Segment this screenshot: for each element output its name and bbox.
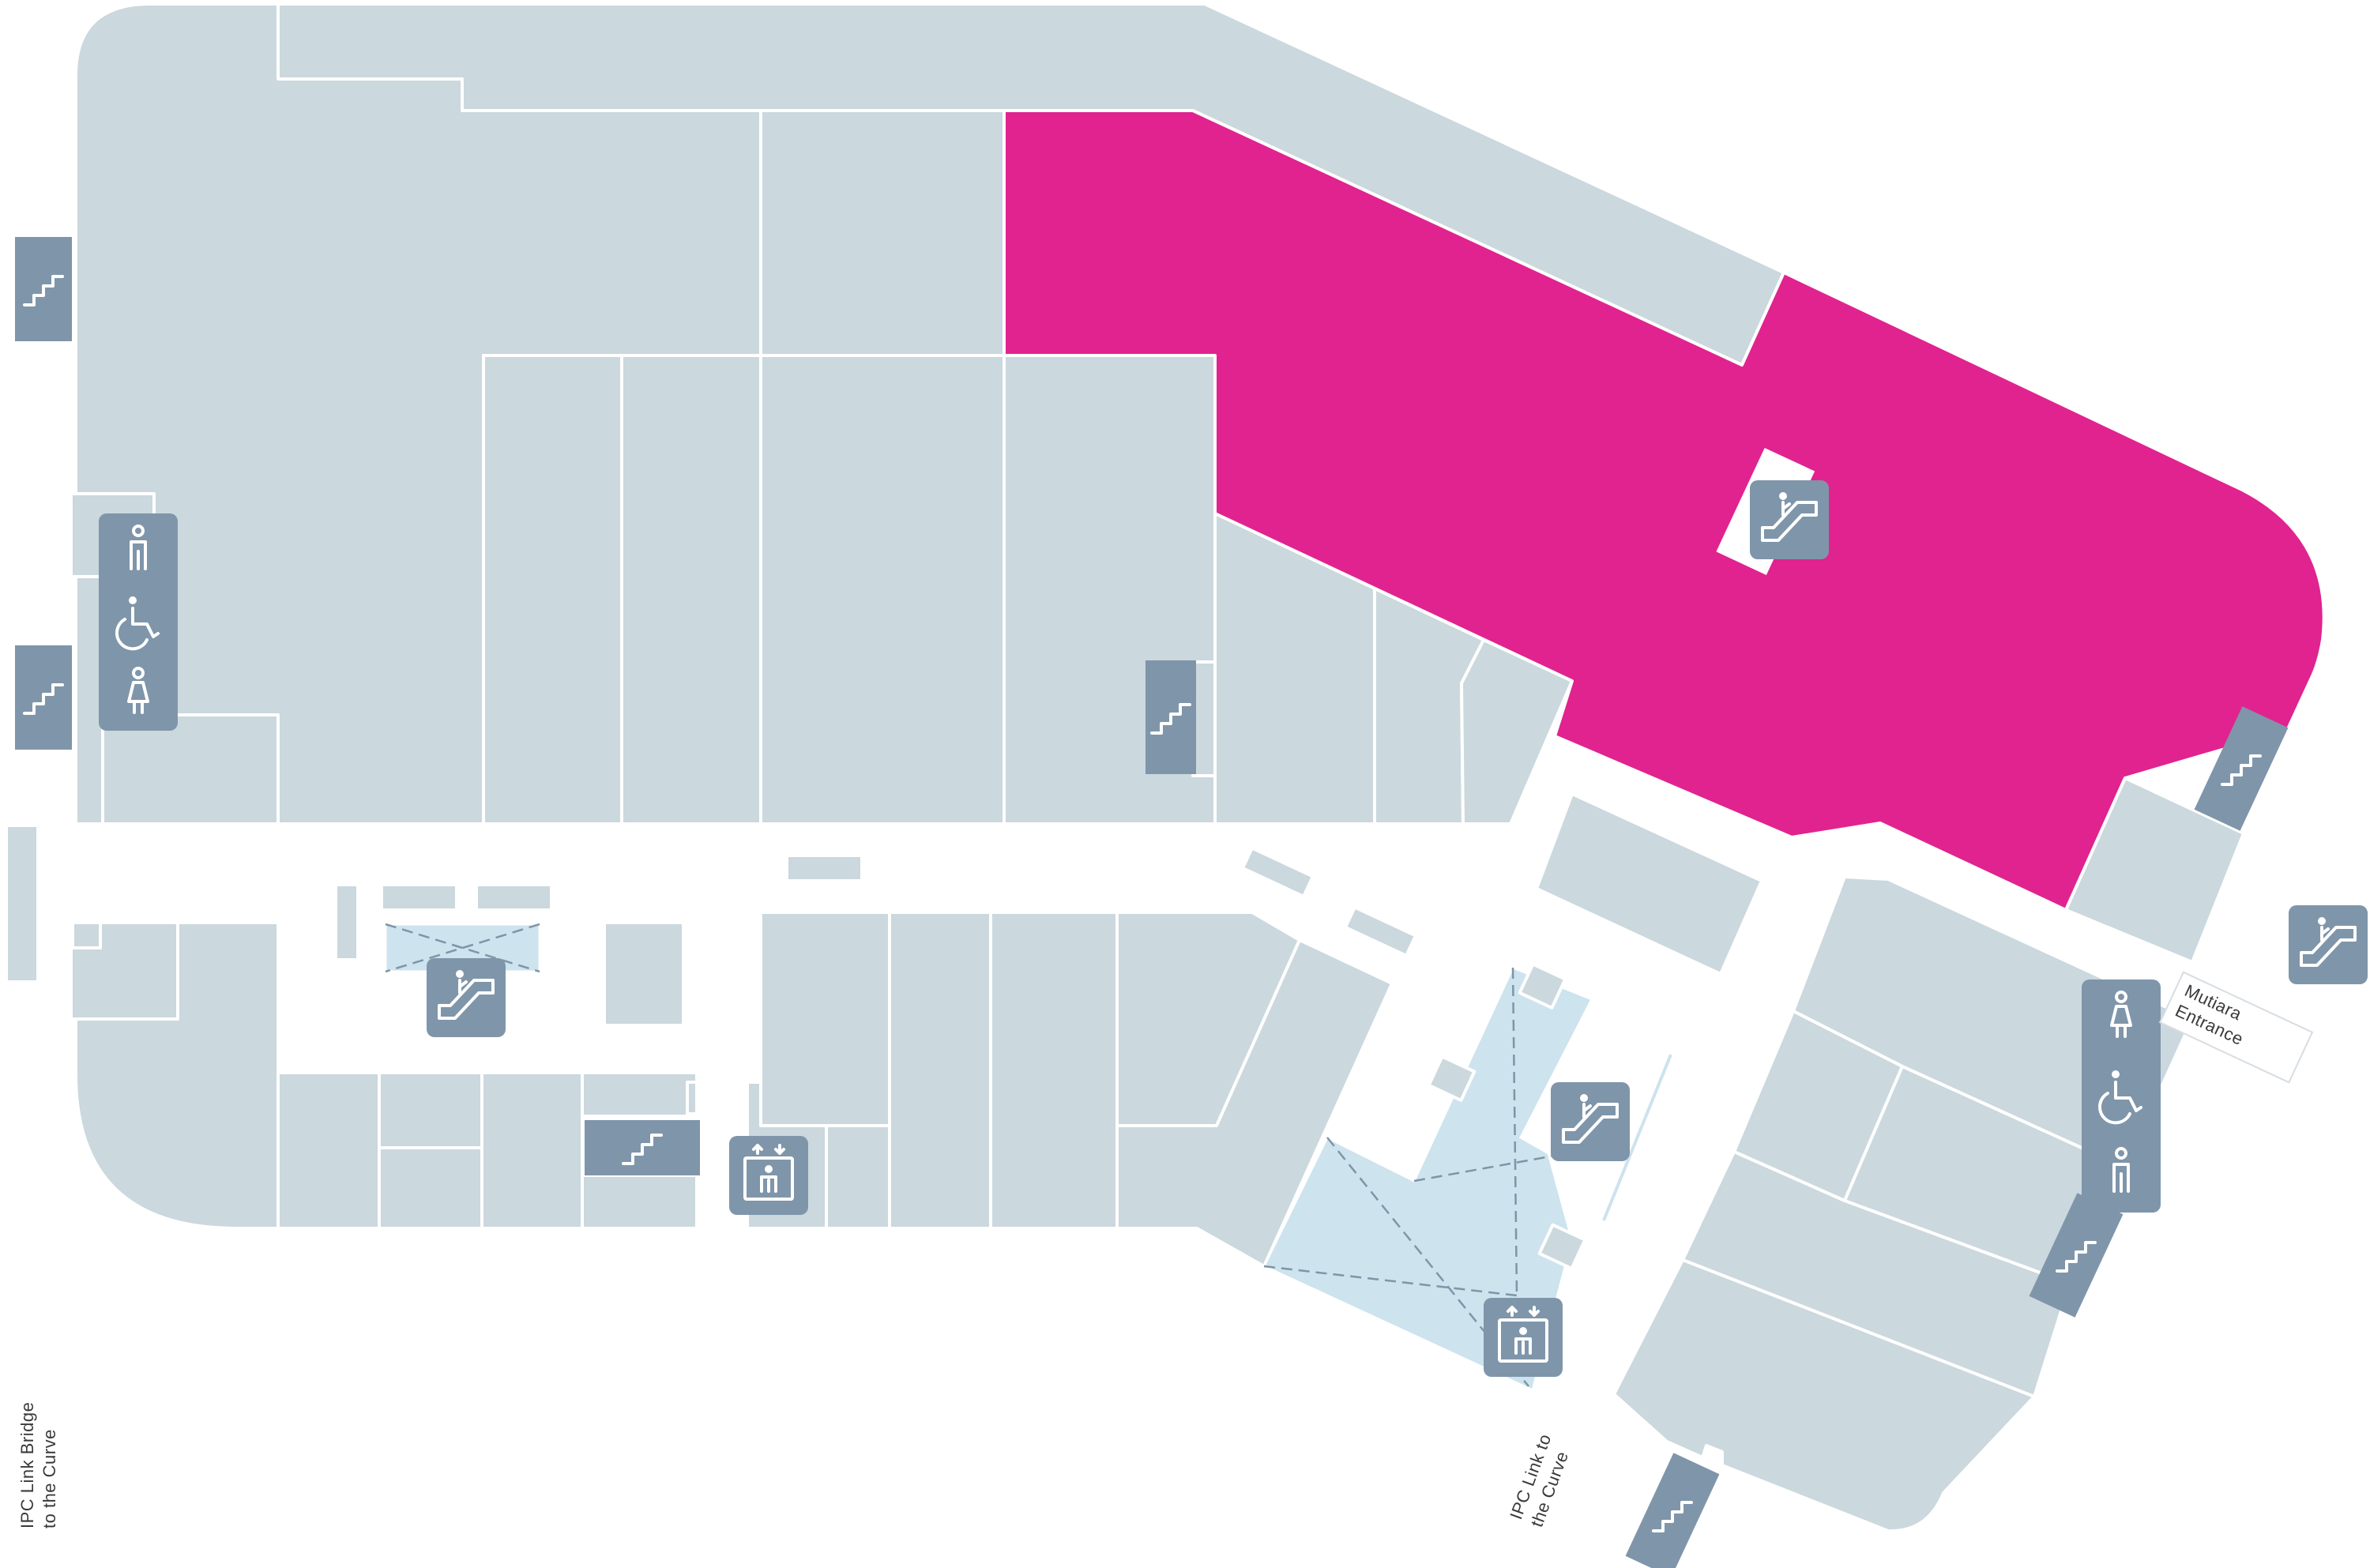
stairs-icon[interactable] [585, 1120, 700, 1175]
kiosk-05[interactable] [785, 854, 863, 882]
atrium-void-lines [1263, 967, 1612, 1387]
kiosk-02[interactable] [380, 883, 458, 912]
store-sw-small-02[interactable] [71, 921, 102, 949]
store-se-04[interactable] [1681, 1150, 2071, 1398]
store-south-04[interactable] [480, 1071, 584, 1230]
escalator-void-west-cross [385, 923, 540, 973]
kiosk-06[interactable] [5, 824, 40, 983]
store-se-05[interactable] [1612, 1258, 2036, 1533]
stairs-icon[interactable] [15, 237, 72, 341]
ipc-bridge-line1: IPC Link Bridge [17, 1402, 37, 1529]
atrium-column-01 [1427, 1055, 1477, 1102]
toilet-tile-west [99, 513, 178, 731]
stairs-icon[interactable] [15, 645, 72, 750]
store-row-04[interactable] [759, 354, 1006, 825]
escalator-icon[interactable] [2289, 905, 2368, 984]
lift-icon[interactable] [729, 1136, 808, 1215]
lift-icon[interactable] [1484, 1298, 1563, 1377]
store-east-corner[interactable] [2064, 776, 2245, 964]
store-se-kiosk-large[interactable] [1535, 792, 1763, 976]
escalator-icon[interactable] [1551, 1082, 1630, 1161]
store-row-05-annex[interactable] [1191, 660, 1217, 777]
store-south-07[interactable] [686, 1081, 698, 1115]
mutiara-entrance-box [2158, 971, 2314, 1084]
highlighted-store-anchor[interactable] [1003, 109, 2326, 912]
store-row-02[interactable] [620, 354, 762, 825]
store-center-02[interactable] [888, 911, 992, 1230]
store-south-03[interactable] [378, 1146, 483, 1230]
store-row-03[interactable] [759, 109, 1006, 357]
store-south-01[interactable] [276, 1071, 381, 1230]
store-south-02[interactable] [378, 1071, 483, 1149]
ipc-link-label: IPC Link to the Curve [1506, 1431, 1572, 1529]
kiosk-03[interactable] [475, 883, 553, 912]
store-center-05[interactable] [1115, 938, 1394, 1268]
toilets-east [2082, 980, 2161, 1213]
mutiara-entrance-label[interactable]: Mutiara Entrance [2158, 971, 2314, 1084]
escalator-icon[interactable] [427, 958, 506, 1037]
kiosk-08[interactable] [1344, 905, 1417, 957]
store-row-01[interactable] [482, 354, 623, 825]
kiosk-04[interactable] [603, 921, 685, 1027]
store-center-03[interactable] [989, 911, 1119, 1230]
escalator-group [427, 480, 2368, 1161]
stairs-icon[interactable] [2029, 1193, 2124, 1318]
atrium-column-02 [1518, 962, 1567, 1010]
stairs-icon[interactable] [1625, 1453, 1720, 1568]
stairs-group [15, 237, 2289, 1568]
store-center-01[interactable] [759, 911, 891, 1127]
atrium-column-03 [1537, 1223, 1587, 1270]
north-west-block [70, 2, 1785, 825]
kiosk-07[interactable] [1241, 846, 1315, 898]
store-southwest-corner[interactable] [74, 921, 280, 1230]
stairs-icon[interactable] [2194, 706, 2289, 831]
store-south-06[interactable] [581, 1174, 698, 1230]
kiosk-01[interactable] [334, 883, 359, 961]
stairs-icon[interactable] [1146, 660, 1196, 774]
ipc-bridge-line2: to the Curve [40, 1429, 59, 1529]
store-nw-small-01[interactable] [101, 713, 280, 825]
ipc-bridge-label: IPC Link Bridge to the Curve [17, 1402, 59, 1529]
toilets-west [99, 513, 178, 731]
lift-group [729, 1136, 1563, 1377]
atrium-edge [1602, 1054, 1672, 1221]
south-east-block [1535, 792, 2194, 1533]
escalator-icon[interactable] [1750, 480, 1829, 559]
toilet-tile-east [2082, 980, 2161, 1213]
south-west-block [5, 824, 1417, 1268]
store-south-05[interactable] [581, 1071, 698, 1118]
